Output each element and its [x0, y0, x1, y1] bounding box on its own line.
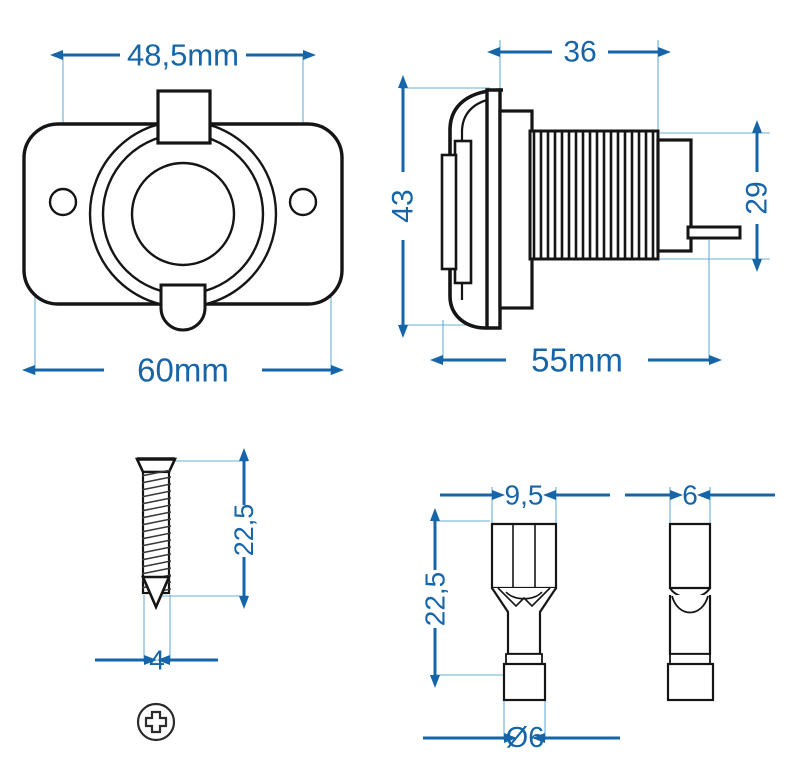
side-bezel-body [498, 109, 534, 310]
side-view: 36 43 29 55mm [387, 36, 774, 379]
screw-shank [141, 470, 171, 595]
side-cap-seal-outer [453, 139, 473, 285]
terminal-front-crimp-arc [505, 591, 543, 600]
dimension-side-flange-height: 43 [387, 75, 420, 338]
phillips-head-icon [136, 702, 176, 742]
dimension-label-front-width-outer: 60mm [137, 352, 229, 389]
dimension-terminal-bore: Ø6 [423, 722, 620, 754]
screw-extension-lines [143, 460, 248, 662]
dimension-side-thread-length: 36 [487, 36, 671, 69]
side-rear-cap [656, 138, 693, 253]
side-thread-hatch [532, 131, 655, 259]
terminal-side-crimp-arc-bottom [671, 595, 709, 614]
dimension-front-width-inner: 48,5mm [50, 38, 316, 73]
dimension-side-total-length: 55mm [430, 342, 722, 379]
screw-thread-hatch [142, 470, 171, 593]
front-hinge-tab [156, 89, 212, 145]
dimension-terminal-width: 9,5 [440, 480, 610, 511]
front-view: 48,5mm 60mm [22, 38, 344, 389]
terminal-front-bore [502, 662, 547, 702]
dimension-side-barrel-diameter: 29 [741, 120, 774, 272]
side-cap-seal-inner [440, 153, 458, 271]
dimension-label-terminal-height: 22,5 [420, 572, 451, 627]
dimension-label-terminal-bore: Ø6 [506, 722, 545, 754]
screw-point [141, 575, 171, 611]
dimension-label-side-flange-height: 43 [387, 189, 420, 222]
dimension-screw-length: 22,5 [229, 448, 259, 609]
dimension-label-terminal-thickness: 6 [682, 480, 698, 511]
dimension-front-width-outer: 60mm [22, 352, 344, 389]
front-mount-hole-right [288, 187, 318, 217]
dimension-label-side-total-length: 55mm [531, 342, 623, 379]
terminal-front-spade-body [490, 522, 558, 590]
side-threaded-barrel [528, 129, 660, 261]
front-pull-tab [159, 283, 207, 332]
dimension-label-front-width-inner: 48,5mm [127, 38, 239, 73]
side-bezel-face [485, 88, 502, 330]
dimension-screw-diameter: 4 [95, 645, 218, 676]
dimension-label-side-barrel-diameter: 29 [741, 181, 774, 214]
dimension-label-screw-diameter: 4 [149, 645, 165, 676]
terminal-front-view: 9,5 22,5 Ø6 [420, 480, 620, 754]
front-mount-hole-left [48, 187, 78, 217]
front-cap-circle [130, 161, 236, 267]
dimension-terminal-height: 22,5 [420, 508, 451, 688]
terminal-side-collar [669, 653, 711, 665]
terminal-side-spade-body [668, 522, 712, 590]
dimension-label-terminal-width: 9,5 [505, 480, 544, 511]
dimension-label-screw-length: 22,5 [229, 504, 259, 557]
side-terminal-tab [686, 225, 742, 240]
screw-view: 22,5 4 [95, 448, 259, 742]
terminal-side-view: 6 [625, 480, 775, 702]
dimension-label-side-thread-length: 36 [563, 36, 596, 69]
dimension-terminal-thickness: 6 [625, 480, 775, 511]
terminal-side-bore [666, 662, 715, 702]
terminal-front-collar [505, 653, 543, 665]
